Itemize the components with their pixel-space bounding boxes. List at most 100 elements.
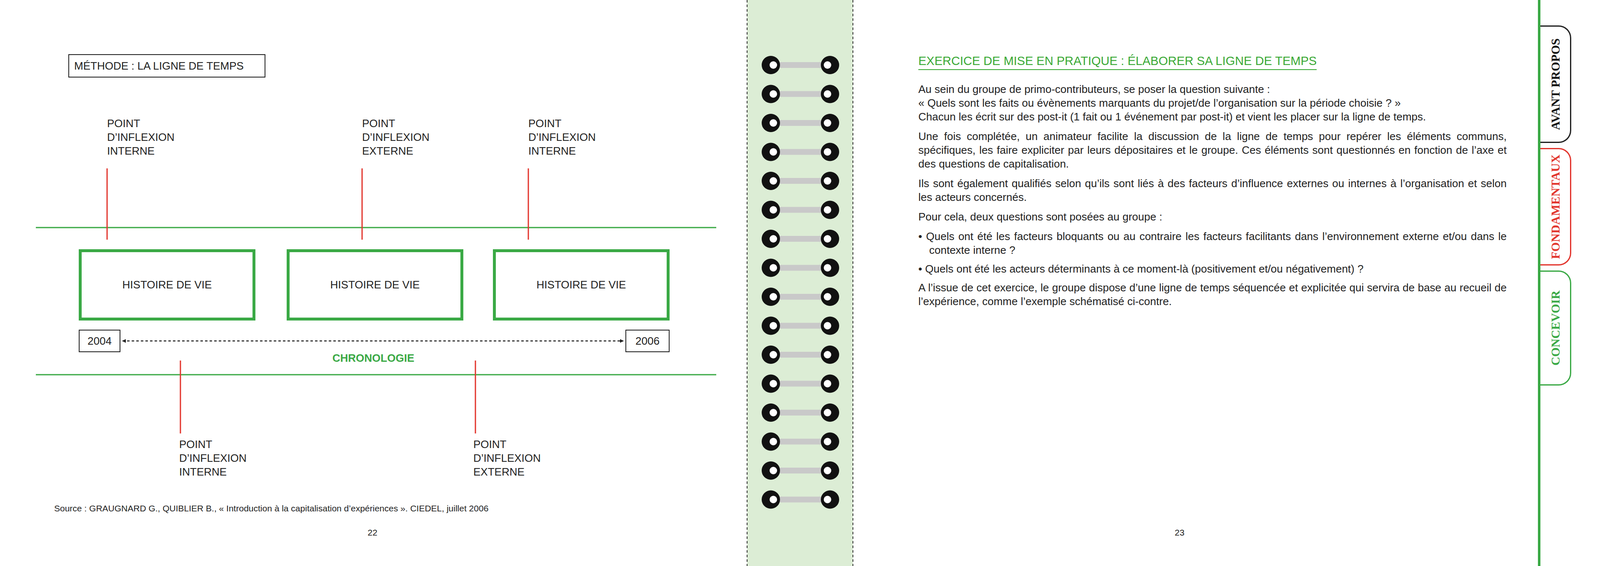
inflection-leader [106,168,108,240]
ring-eyelet [769,495,778,504]
section-tab: FONDAMENTAUX [1540,147,1572,266]
ring-eyelet [769,264,778,272]
section-tab: CONCEVOIR [1540,270,1572,386]
ring-hole [761,142,780,162]
box-label: HISTOIRE DE VIE [536,278,627,292]
box-label: 2004 [87,334,112,348]
ring-eyelet [823,177,832,185]
spiral-rings [761,55,840,509]
body-text: « Quels sont les faits ou évènements mar… [918,96,1507,110]
bullet-item: • Quels ont été les facteurs bloquants o… [918,229,1507,258]
ring-eyelet [823,61,832,69]
body-text: Une fois complétée, un animateur facilit… [918,129,1507,171]
ring-eyelet [823,148,832,156]
ring-hole [761,171,780,190]
ring-hole [820,142,840,162]
ring-hole [820,113,840,133]
tab-label: FONDAMENTAUX [1548,154,1563,260]
year-box: 2006 [625,329,670,353]
source-note: Source : GRAUGNARD G., QUIBLIER B., « In… [54,502,489,514]
ring-hole [761,316,780,335]
ring-hole [820,316,840,335]
body-text: A l’issue de cet exercice, le groupe dis… [918,280,1507,309]
ring-hole [761,432,780,451]
ring-eyelet [823,264,832,272]
ring-eyelet [823,466,832,475]
page-number: 22 [367,527,378,538]
ring-eyelet [769,322,778,330]
ring-hole [761,258,780,278]
ring-eyelet [769,61,778,69]
page-heading: EXERCICE DE MISE EN PRATIQUE : ÉLABORER … [918,53,1317,70]
ring-hole [761,461,780,480]
timeline-rule [35,227,717,229]
year-box: 2004 [78,329,121,353]
ring-hole [761,374,780,393]
inflection-label: POINT D’INFLEXION EXTERNE [362,116,446,158]
ring-eyelet [769,350,778,359]
ring-eyelet [823,380,832,388]
ring-eyelet [823,206,832,214]
ring-eyelet [823,495,832,504]
chronology-arrow [122,340,624,342]
inflection-leader [527,168,530,240]
text-column: Au sein du groupe de primo-contributeurs… [918,82,1507,309]
ring-hole [820,85,840,104]
binding-band [747,0,853,566]
ring-eyelet [769,408,778,417]
ring-eyelet [823,235,832,243]
ring-eyelet [769,380,778,388]
ring-hole [761,113,780,133]
ring-hole [820,258,840,278]
tab-label: CONCEVOIR [1548,290,1563,366]
ring-hole [761,490,780,509]
ring-eyelet [769,90,778,98]
life-story-box: HISTOIRE DE VIE [286,249,464,321]
ring-hole [820,403,840,422]
inflection-leader [475,360,477,434]
life-story-box: HISTOIRE DE VIE [78,249,256,321]
ring-hole [820,432,840,451]
box-label: HISTOIRE DE VIE [122,278,213,292]
timeline-rule [35,374,717,376]
axis-label: CHRONOLOGIE [332,351,415,365]
ring-hole [761,403,780,422]
ring-eyelet [769,119,778,127]
ring-eyelet [823,350,832,359]
ring-eyelet [823,119,832,127]
box-label: 2006 [635,334,660,348]
page-number: 23 [1174,527,1185,538]
body-text: Ils sont également qualifiés selon qu’il… [918,176,1507,205]
ring-hole [761,55,780,75]
ring-hole [761,287,780,306]
ring-hole [820,287,840,306]
ring-hole [820,461,840,480]
ring-hole [820,345,840,364]
ring-eyelet [769,466,778,475]
box-label: MÉTHODE : LA LIGNE DE TEMPS [74,59,244,73]
inflection-label: POINT D’INFLEXION INTERNE [107,116,191,158]
life-story-box: HISTOIRE DE VIE [492,249,670,321]
method-box: MÉTHODE : LA LIGNE DE TEMPS [68,54,266,78]
body-text: Pour cela, deux questions sont posées au… [918,210,1507,224]
band-edge [746,0,748,566]
box-label: HISTOIRE DE VIE [330,278,420,292]
ring-hole [761,85,780,104]
inflection-label: POINT D’INFLEXION INTERNE [179,437,263,479]
ring-eyelet [823,408,832,417]
ring-eyelet [823,90,832,98]
ring-eyelet [769,235,778,243]
ring-eyelet [769,148,778,156]
body-text: Chacun les écrit sur des post-it (1 fait… [918,110,1507,124]
ring-hole [761,345,780,364]
tab-label: AVANT PROPOS [1548,38,1563,130]
ring-eyelet [823,322,832,330]
ring-hole [820,490,840,509]
ring-eyelet [769,292,778,301]
inflection-label: POINT D’INFLEXION INTERNE [528,116,612,158]
body-text: Au sein du groupe de primo-contributeurs… [918,82,1507,97]
bullet-item: • Quels ont été les acteurs déterminants… [918,262,1507,276]
band-edge [852,0,854,566]
inflection-leader [361,168,363,240]
ring-eyelet [769,437,778,446]
